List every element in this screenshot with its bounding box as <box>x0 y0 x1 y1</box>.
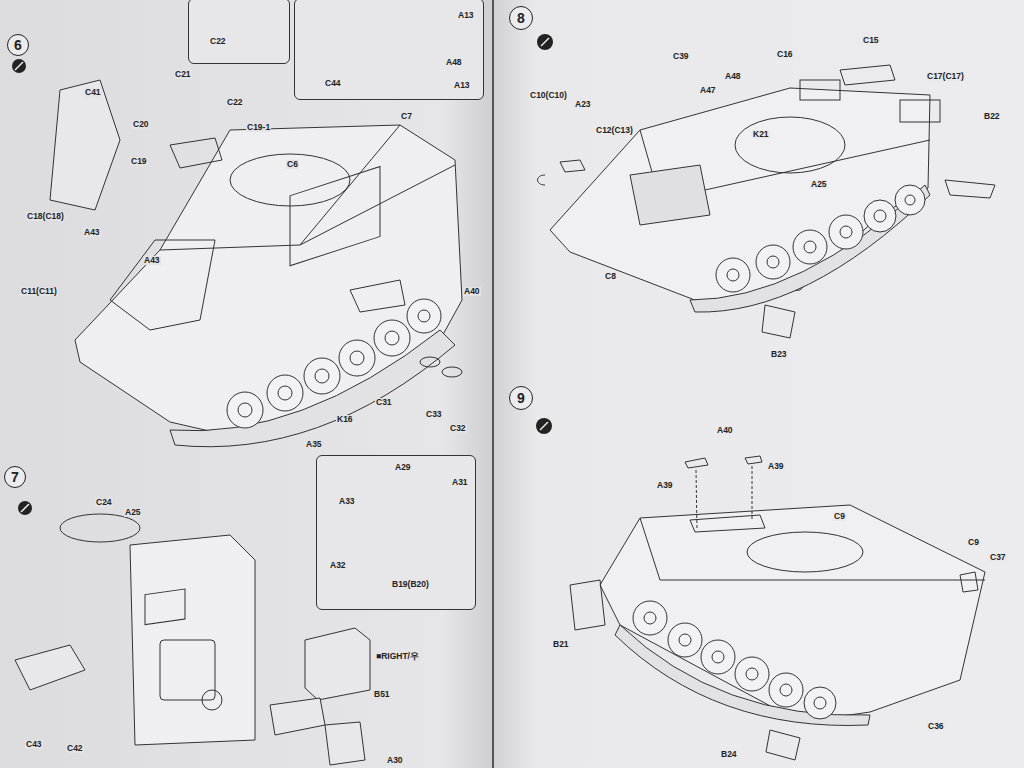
part-number: A40 <box>463 287 481 296</box>
part-number: A13 <box>457 11 475 20</box>
part-number: K16 <box>336 415 354 424</box>
part-number: A13 <box>453 81 471 90</box>
part-number: B22 <box>983 112 1001 121</box>
part-number: A48 <box>445 58 463 67</box>
part-number: C41 <box>84 88 102 97</box>
part-number: B24 <box>720 750 738 759</box>
step-number: 9 <box>509 386 533 410</box>
part-number: B51 <box>373 690 391 699</box>
right-page <box>494 0 1024 768</box>
part-number: C22 <box>226 98 244 107</box>
detail-inset: C44A48A13A13 <box>294 0 484 100</box>
part-number: B23 <box>770 350 788 359</box>
part-number: C37 <box>989 553 1007 562</box>
part-number: A31 <box>451 478 469 487</box>
step-number: 8 <box>509 6 533 30</box>
part-number: A32 <box>329 561 347 570</box>
step-number-text: 8 <box>517 11 525 25</box>
part-number: C20 <box>132 120 150 129</box>
part-number: C19-1 <box>246 123 271 132</box>
part-number: C17(C17) <box>926 72 965 81</box>
part-number: C36 <box>927 722 945 731</box>
part-number: A29 <box>394 463 412 472</box>
part-number: C19 <box>130 157 148 166</box>
part-number: C12(C13) <box>595 126 634 135</box>
part-number: A48 <box>724 72 742 81</box>
part-number: A30 <box>386 756 404 765</box>
part-number: A35 <box>305 440 323 449</box>
part-number: A43 <box>143 256 161 265</box>
part-number: C10(C10) <box>529 91 568 100</box>
part-number: K21 <box>752 130 770 139</box>
part-number: A25 <box>810 180 828 189</box>
part-number: C9 <box>967 538 980 547</box>
part-number: C16 <box>776 50 794 59</box>
hull-step-9 <box>570 456 985 760</box>
part-number: A23 <box>574 100 592 109</box>
part-number: C22 <box>209 37 227 46</box>
part-number: C42 <box>66 744 84 753</box>
detail-inset: A29A33 A31A32B19(B20) <box>316 455 476 610</box>
part-number: C11(C11) <box>20 287 58 296</box>
part-number: C39 <box>672 52 690 61</box>
part-number: C8 <box>604 272 617 281</box>
part-number: B21 <box>552 640 570 649</box>
step-number: 7 <box>4 466 26 488</box>
part-number: C15 <box>862 36 880 45</box>
part-number: ■RIGHT/우 <box>375 652 420 661</box>
part-number: C6 <box>286 160 299 169</box>
left-page <box>0 0 492 768</box>
part-number: C21 <box>174 70 192 79</box>
step-number-text: 9 <box>517 391 525 405</box>
part-number: A39 <box>767 462 785 471</box>
part-number: B19(B20) <box>391 580 430 589</box>
part-number: C32 <box>449 424 467 433</box>
part-number: A47 <box>699 86 717 95</box>
part-number: C24 <box>95 498 113 507</box>
step-number: 6 <box>7 34 29 56</box>
part-number: C31 <box>375 398 393 407</box>
part-number: C33 <box>425 410 443 419</box>
step-number-text: 7 <box>11 470 19 484</box>
part-number: C43 <box>25 740 43 749</box>
hull-step-8 <box>538 65 996 338</box>
part-number: A39 <box>656 481 674 490</box>
part-number: C18(C18) <box>26 212 65 221</box>
part-number: A33 <box>338 497 356 506</box>
part-number: C9 <box>833 512 846 521</box>
detail-inset: C22 <box>188 0 290 64</box>
step-number-text: 6 <box>14 38 22 52</box>
part-number: A40 <box>716 426 734 435</box>
gutter <box>492 0 494 768</box>
part-number: C44 <box>324 79 342 88</box>
hull-step-6 <box>50 80 462 447</box>
cement-icon <box>12 34 553 515</box>
part-number: A43 <box>83 228 101 237</box>
part-number: A25 <box>124 508 142 517</box>
part-number: C7 <box>400 112 413 121</box>
